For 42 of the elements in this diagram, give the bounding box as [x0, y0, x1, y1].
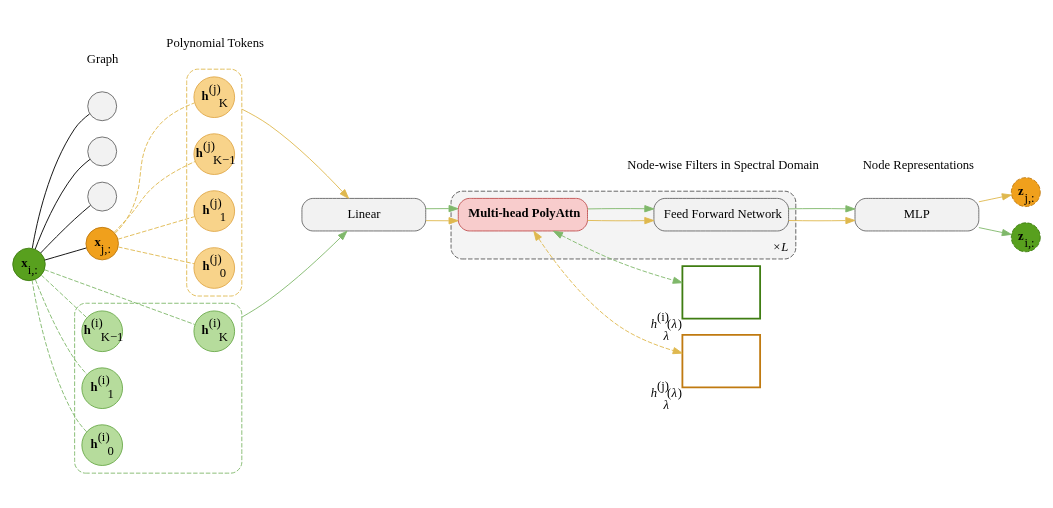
- arrow: [788, 216, 856, 225]
- label: Graph: [86, 51, 119, 66]
- node-label: ×L: [773, 240, 789, 255]
- node-box: MLP: [854, 197, 980, 232]
- connector: [34, 158, 91, 250]
- label: Polynomial Tokens: [166, 36, 264, 51]
- connector: [40, 204, 91, 254]
- connector: [31, 279, 88, 433]
- node-box: Multi-head PolyAttn: [457, 197, 588, 232]
- cluster: [186, 68, 243, 297]
- label: Node-wise Filters in Spectral Domain: [627, 158, 819, 173]
- arrow: [425, 217, 459, 225]
- arrow: [241, 230, 348, 318]
- connector: [40, 274, 88, 319]
- arrow: [978, 193, 1012, 203]
- connector: [114, 102, 195, 234]
- connector: [44, 269, 196, 325]
- node-circle: [87, 91, 118, 122]
- node-box: Linear: [301, 197, 427, 232]
- node-box: [681, 333, 761, 389]
- connector: [117, 246, 195, 265]
- connector: [34, 279, 88, 375]
- connector: [117, 216, 196, 240]
- arrow: [553, 230, 683, 284]
- arrow: [587, 217, 655, 225]
- connector: [113, 160, 196, 233]
- arrow: [425, 205, 459, 213]
- node-box: Feed Forward Network: [653, 197, 790, 232]
- node-label: λ: [663, 398, 669, 413]
- node-box: [681, 265, 761, 320]
- connector: [44, 247, 87, 261]
- node-circle: [87, 136, 118, 167]
- arrow: [587, 205, 655, 213]
- arrow: [533, 230, 683, 355]
- connector: [31, 113, 91, 249]
- node-label: λ: [663, 329, 669, 344]
- node-circle: [87, 181, 118, 212]
- arrow: [788, 205, 856, 213]
- arrow: [978, 227, 1012, 237]
- cluster: [74, 302, 243, 474]
- arrow: [241, 108, 349, 199]
- label: Node Representations: [862, 158, 974, 173]
